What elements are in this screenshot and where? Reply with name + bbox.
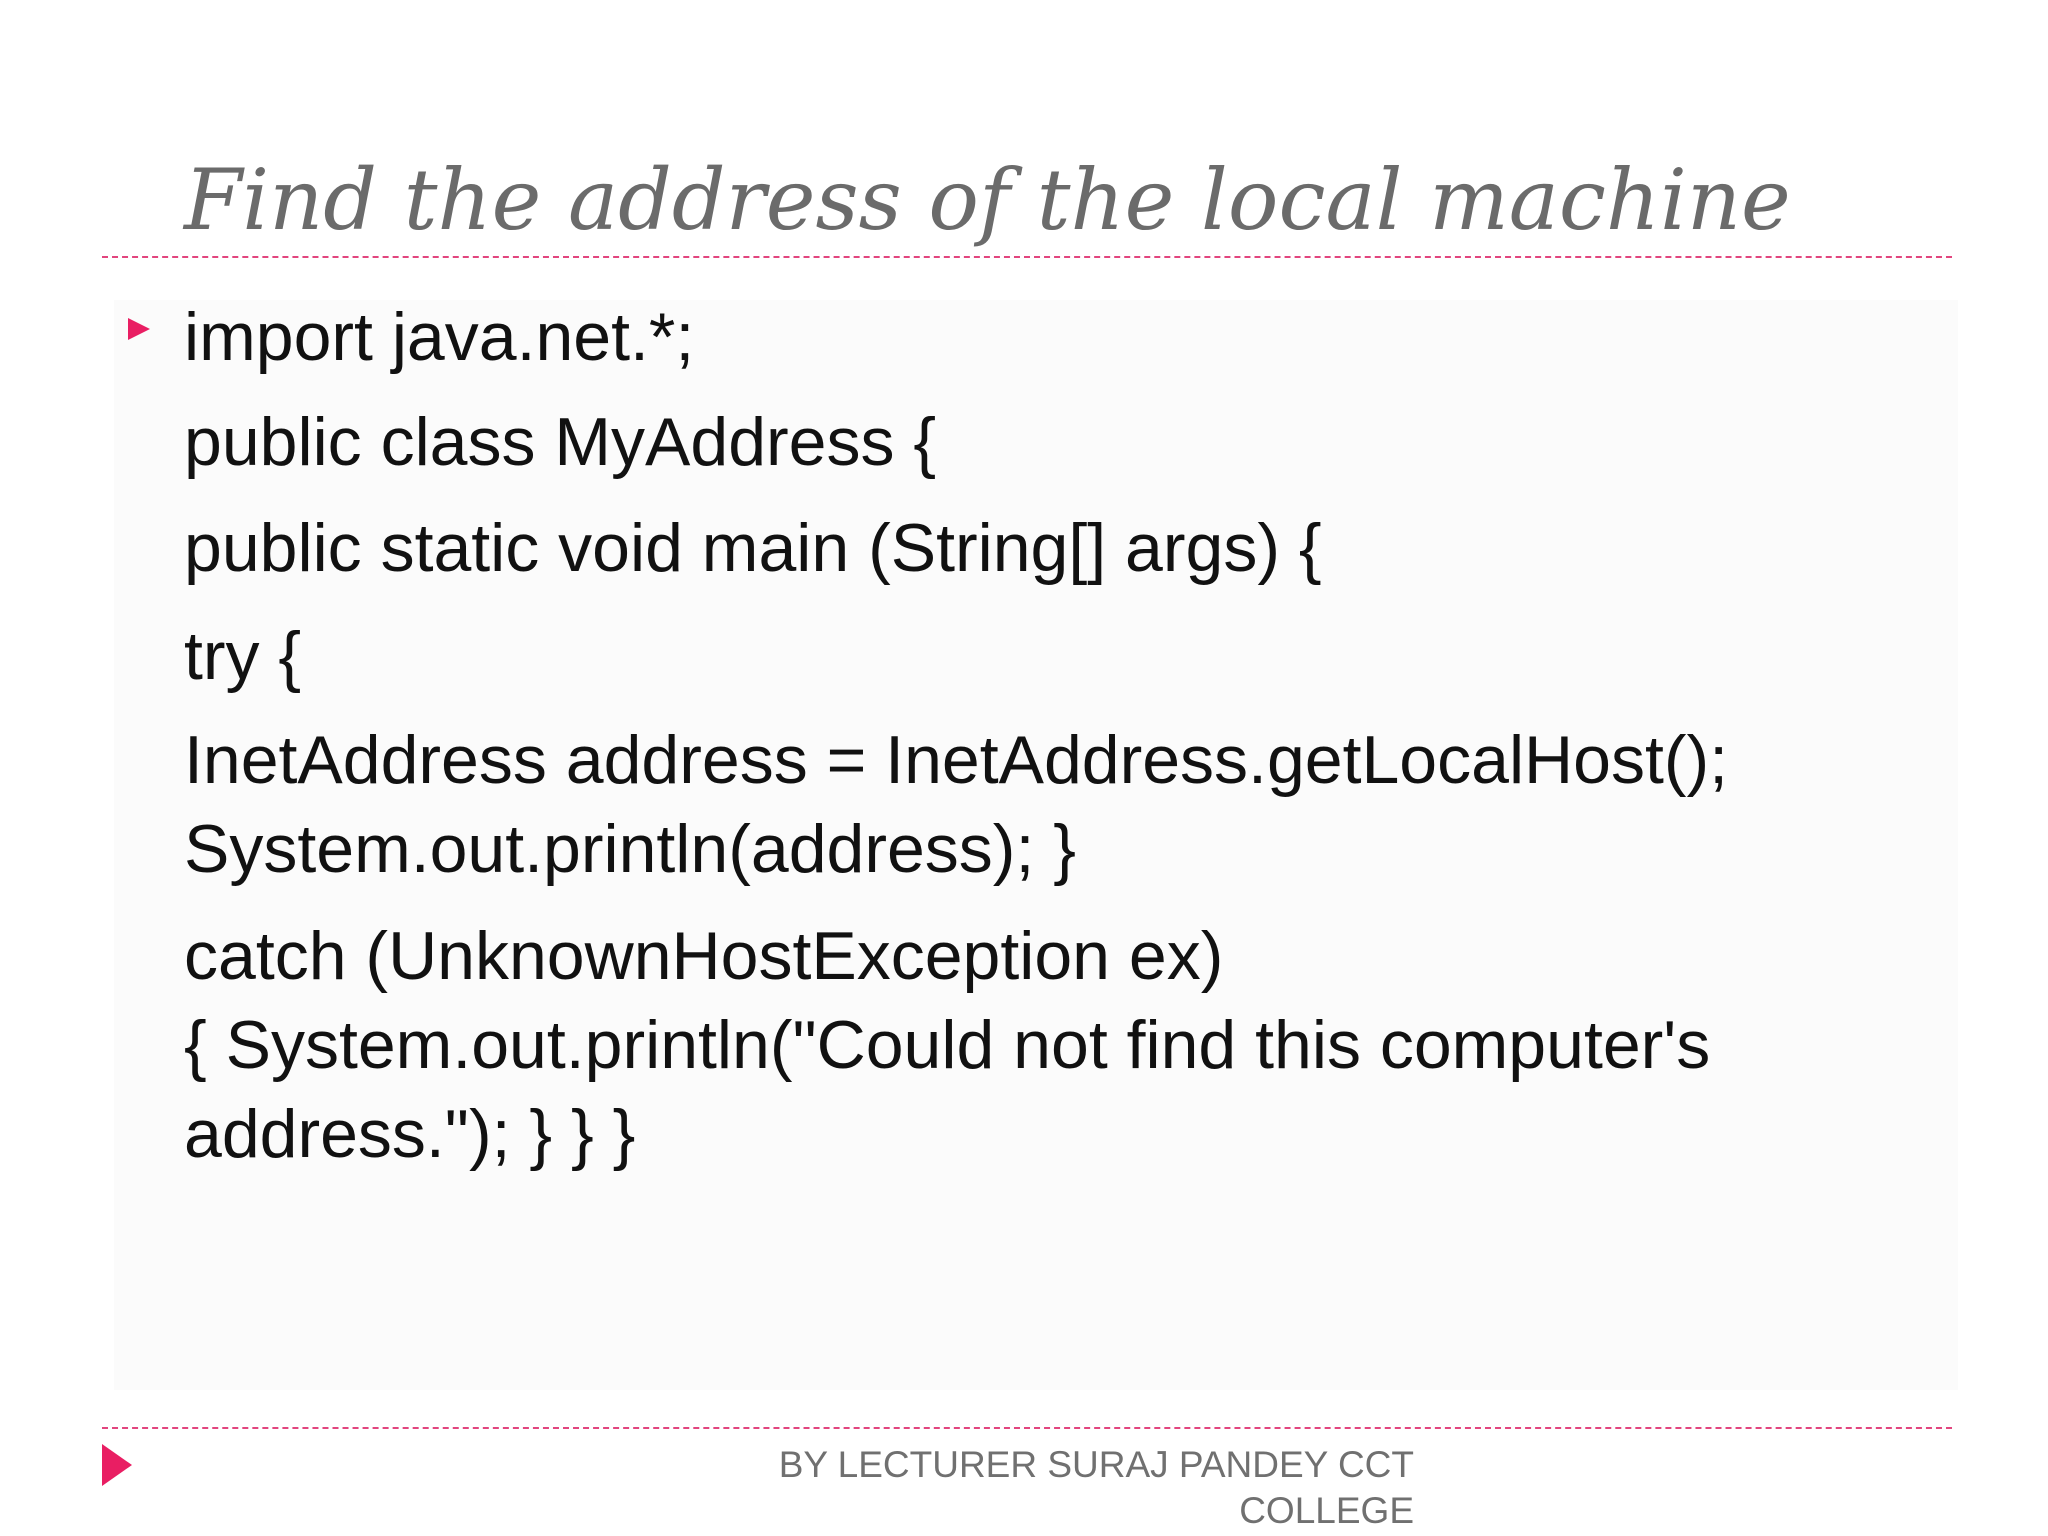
code-line-error-message: { System.out.println("Could not find thi…	[184, 1007, 1711, 1083]
code-line-inetaddress: InetAddress address = InetAddress.getLoc…	[184, 722, 1729, 798]
triangle-bullet-icon	[128, 318, 150, 340]
code-line-main: public static void main (String[] args) …	[184, 510, 1322, 586]
title-divider	[102, 256, 1952, 258]
code-line-println: System.out.println(address); }	[184, 811, 1076, 887]
footer-divider	[102, 1427, 1952, 1429]
slide-title: Find the address of the local machine	[184, 151, 1791, 249]
content-panel	[114, 300, 1958, 1390]
code-line-closing: address."); } } }	[184, 1096, 636, 1172]
code-line-try: try {	[184, 618, 302, 694]
triangle-footer-icon	[102, 1444, 132, 1486]
footer-credit: BY LECTURER SURAJ PANDEY CCT COLLEGE	[778, 1444, 1414, 1531]
code-line-import: import java.net.*;	[184, 299, 695, 375]
code-line-catch: catch (UnknownHostException ex)	[184, 918, 1224, 994]
code-line-class: public class MyAddress {	[184, 404, 937, 480]
